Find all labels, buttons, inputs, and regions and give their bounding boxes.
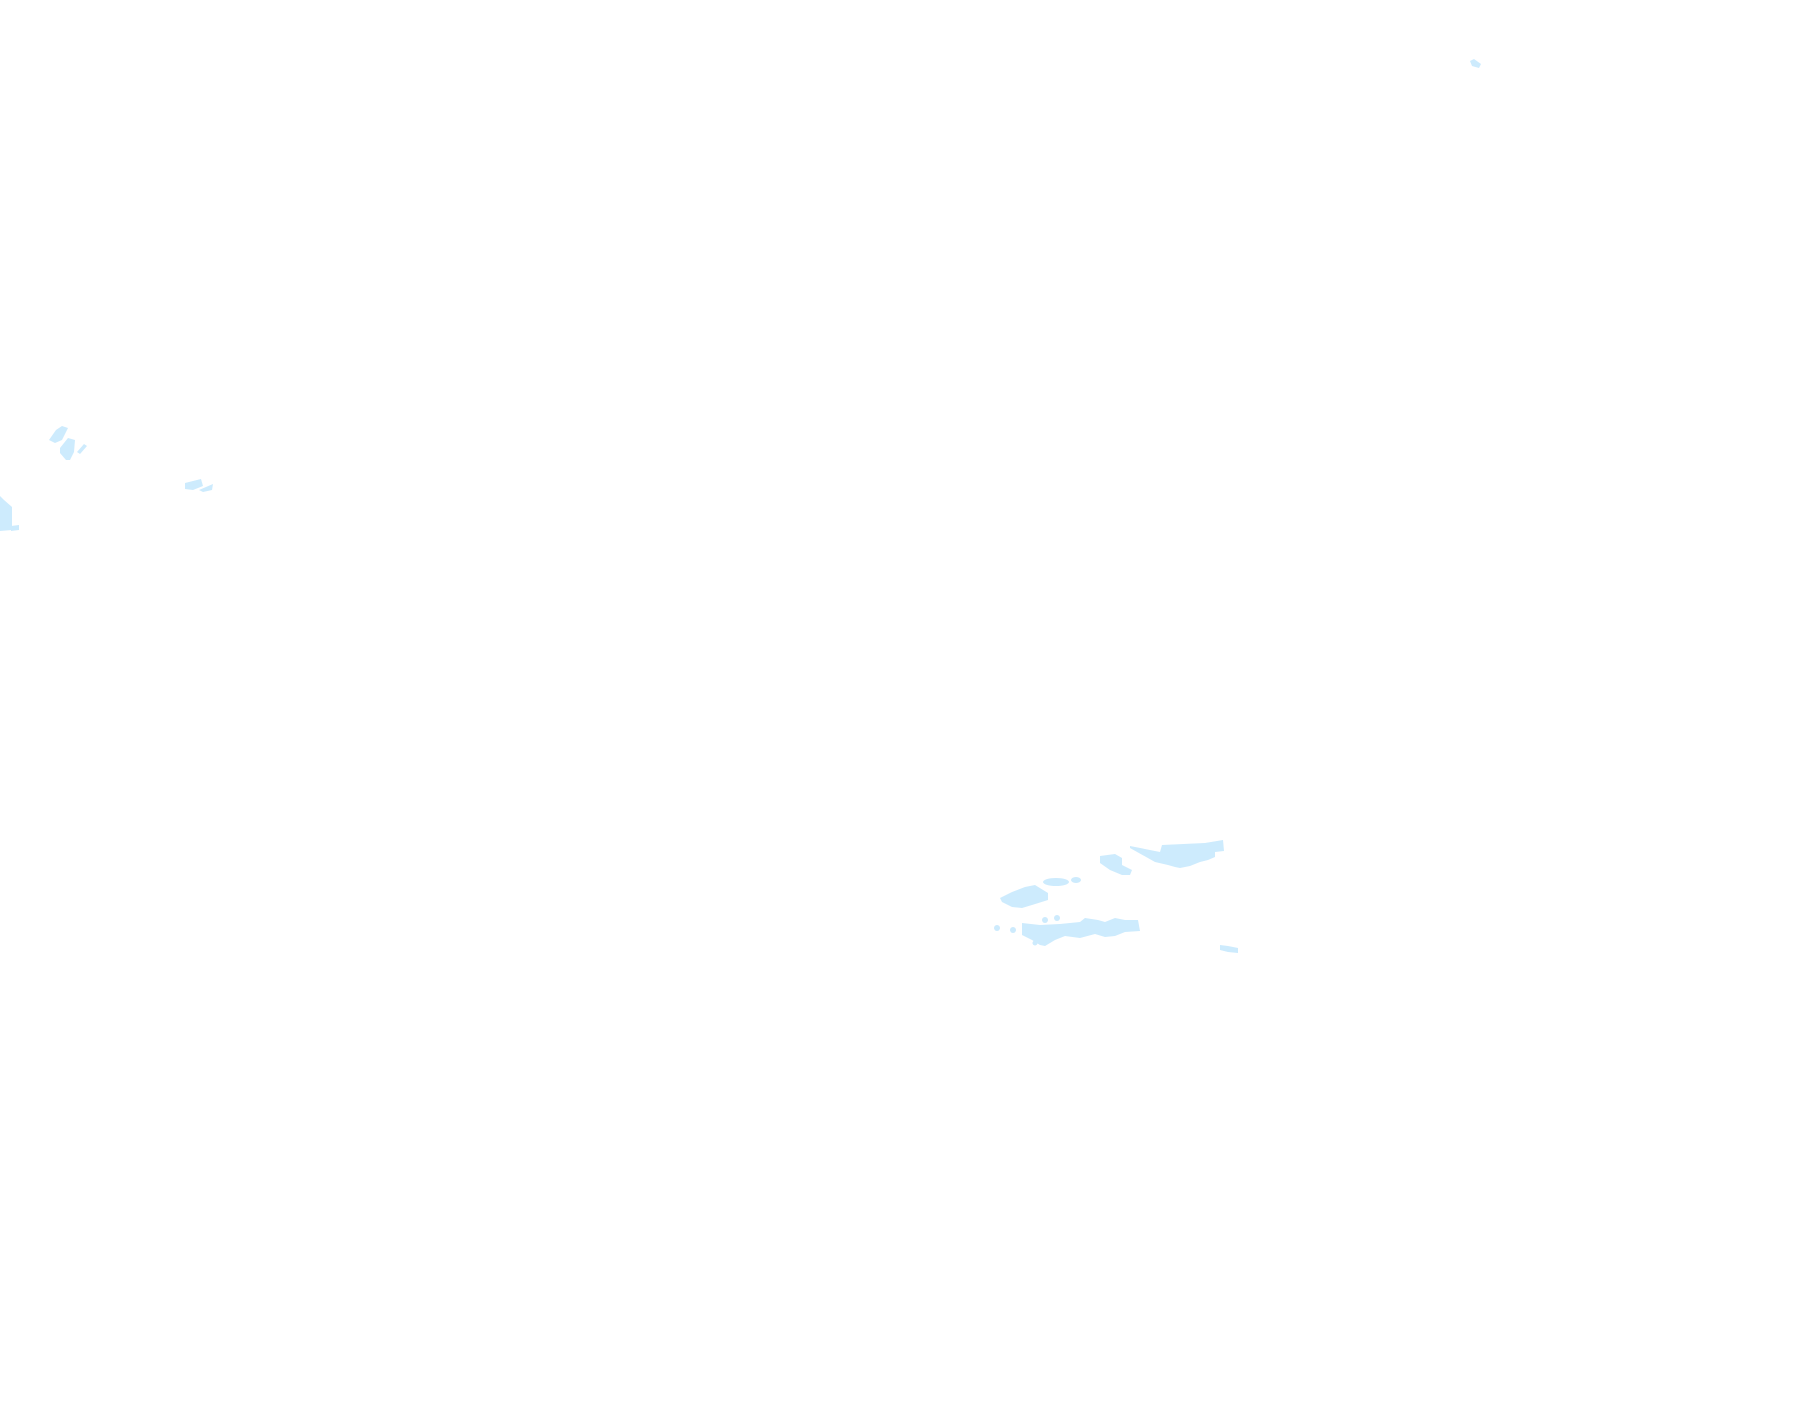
lake (1100, 854, 1132, 875)
lake (77, 444, 87, 454)
lake (1470, 59, 1481, 68)
lake (1010, 927, 1016, 933)
lake (185, 479, 203, 490)
lake (1032, 940, 1038, 946)
lake (0, 496, 12, 531)
lake (1130, 840, 1224, 868)
lake (1043, 878, 1069, 886)
lake (1042, 917, 1048, 923)
lake (60, 438, 75, 460)
lake (199, 484, 213, 492)
lake (1220, 945, 1238, 953)
lake (1071, 877, 1081, 883)
lake (49, 426, 68, 443)
lake (1000, 885, 1048, 908)
lake (1054, 915, 1060, 921)
lakes-layer (0, 59, 1481, 953)
lake (994, 925, 1000, 931)
lake (11, 525, 19, 531)
lake (1022, 918, 1140, 946)
